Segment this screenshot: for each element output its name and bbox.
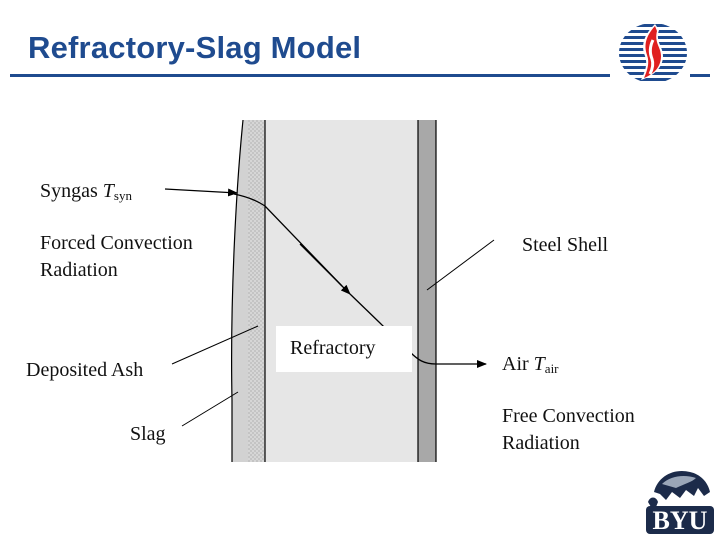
syngas-text: Syngas — [40, 180, 103, 202]
slag-layer — [231, 120, 248, 462]
radiation-right-label: Radiation — [502, 432, 580, 454]
byu-cougar-logo-icon: BYU — [646, 470, 714, 535]
deposited-ash-leader — [171, 325, 259, 365]
air-var: T — [533, 353, 545, 375]
air-text: Air — [502, 353, 534, 375]
refractory-layer — [265, 120, 418, 462]
page-title: Refractory-Slag Model — [28, 30, 362, 65]
steel-shell-leader — [426, 239, 495, 291]
steel-shell-layer — [418, 120, 436, 462]
title-underline-right — [690, 74, 710, 77]
syngas-label: Syngas Tsyn — [40, 178, 132, 209]
temperature-profile-arrow — [299, 243, 351, 295]
syngas-var: T — [102, 180, 114, 202]
radiation-left-label: Radiation — [40, 259, 118, 281]
steel-shell-label: Steel Shell — [522, 234, 609, 256]
byu-logo-text: BYU — [653, 506, 708, 535]
deposited-ash-layer — [248, 120, 265, 462]
air-label: Air Tair — [502, 351, 559, 382]
free-convection-label: Free Convection — [502, 405, 635, 427]
title-underline — [10, 74, 610, 77]
syngas-arrow — [164, 188, 238, 197]
refractory-label-box — [276, 326, 412, 372]
slag-label: Slag — [130, 423, 166, 445]
deposited-ash-label: Deposited Ash — [26, 359, 144, 381]
syngas-sub: syn — [113, 188, 132, 203]
air-sub: air — [544, 361, 559, 376]
slag-leader — [181, 391, 239, 427]
forced-convection-label: Forced Convection — [40, 232, 193, 254]
refractory-label: Refractory — [290, 337, 376, 359]
flame-logo-icon — [619, 24, 687, 81]
